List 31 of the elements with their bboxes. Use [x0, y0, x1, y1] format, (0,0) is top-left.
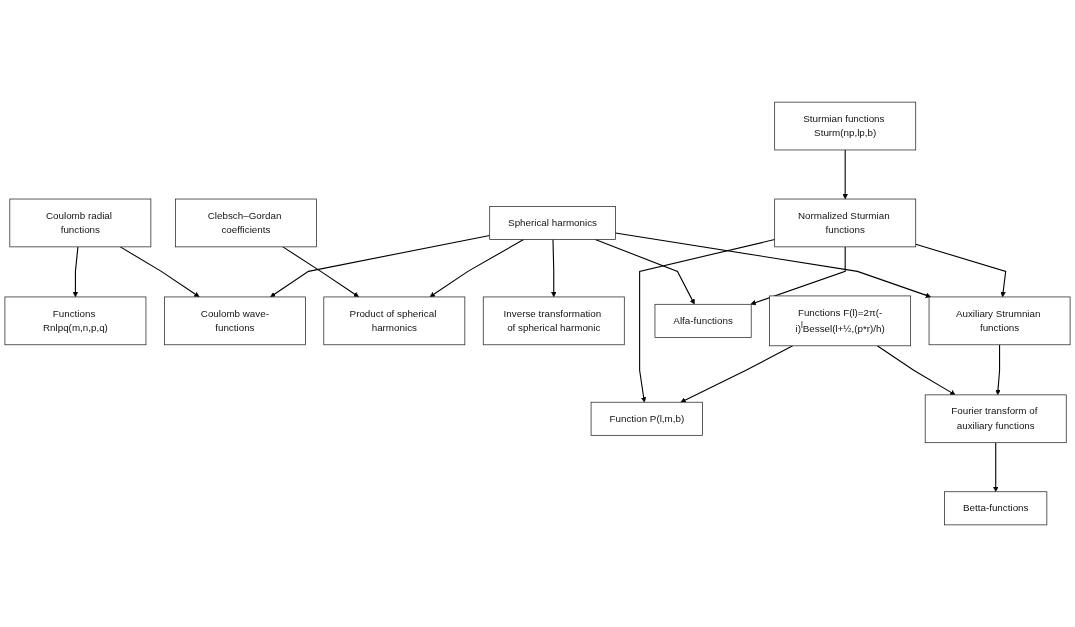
arrow	[993, 442, 999, 492]
node-box: Functions Rnlpq(m,n,p,q)	[4, 296, 147, 346]
arrow	[750, 246, 846, 306]
node-box: Functions F(l)=2π(-i)$^{l}$Bessel(l+½,(p*r)/h)	[769, 295, 911, 347]
arrow	[270, 234, 491, 298]
arrow	[72, 246, 79, 298]
arrow	[594, 238, 695, 305]
node-box: Function P(l,m,b)	[590, 401, 703, 436]
arrow	[639, 239, 776, 403]
arrow	[915, 243, 1007, 298]
node-box: Product of spherical harmonics	[323, 296, 466, 346]
node-box: Coulomb wave-functions	[164, 296, 306, 346]
arrow	[282, 246, 359, 298]
node-box: Coulomb radial functions	[9, 198, 152, 248]
node-box: Auxiliary Strumnian functions	[928, 296, 1071, 346]
node-box: Alfa-functions	[654, 303, 752, 338]
node-box: Clebsch–Gordan coefficients	[175, 198, 317, 248]
arrow	[876, 345, 956, 396]
arrow	[429, 238, 525, 298]
node-box: Normalized Sturmian functions	[774, 198, 917, 248]
arrow	[842, 149, 848, 200]
node-box: Spherical harmonics	[489, 206, 616, 240]
node-box: Betta-functions	[944, 491, 1048, 526]
node-box: Fourier transform of auxiliary functions	[924, 394, 1067, 444]
arrow	[614, 232, 932, 298]
node-box: Sturmian functions Sturm(np,lp,b)	[774, 101, 917, 151]
arrow	[551, 238, 557, 298]
node-box: Inverse transformation of spherical harmonic	[482, 296, 625, 346]
arrow	[680, 345, 794, 403]
arrow	[995, 344, 1001, 396]
arrow	[119, 246, 200, 298]
